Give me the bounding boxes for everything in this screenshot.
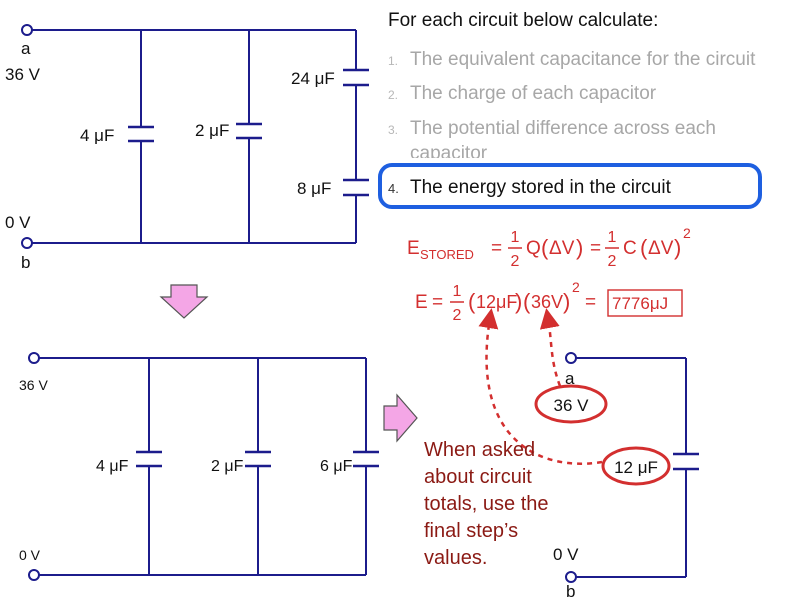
step-number: 4.	[388, 181, 399, 196]
zero-v-label: 0 V	[19, 547, 41, 563]
instructions-heading: For each circuit below calculate:	[388, 10, 659, 31]
step-number: 1.	[388, 54, 399, 68]
formula-paren-open: (	[541, 235, 549, 260]
voltage-label: 36 V	[19, 377, 48, 393]
formula-paren-open: (	[523, 289, 531, 314]
down-arrow-icon	[159, 284, 209, 319]
step-4: 4. The energy stored in the circuit	[388, 176, 671, 201]
formula-q: Q	[526, 238, 541, 259]
terminal-b	[21, 237, 33, 249]
note-text: When asked about circuit totals, use the…	[424, 437, 574, 572]
node-b-label: b	[21, 253, 30, 272]
terminal-b	[565, 571, 577, 583]
note-line: about circuit	[424, 466, 532, 488]
step-number: 3.	[388, 123, 399, 137]
formula-paren-close: )	[576, 235, 583, 260]
formula-e-symbol: E	[415, 292, 428, 313]
formula-paren-close: )	[563, 289, 570, 314]
formula-c: C	[623, 238, 637, 259]
formula-cap-value: 12μF	[476, 292, 517, 312]
final-cap-label: 12 μF	[614, 458, 658, 477]
formula-exponent: 2	[572, 279, 580, 295]
circuit-middle	[28, 352, 379, 581]
voltage-label: 36 V	[5, 65, 41, 84]
formula-equals-2: =	[585, 292, 596, 313]
step-3-continuation: capacitor	[410, 142, 487, 158]
circuit-top	[21, 24, 369, 249]
formula-half-denominator-1: 2	[511, 253, 520, 270]
step-text-continuation: capacitor	[410, 143, 488, 158]
formula-paren-open: (	[640, 235, 648, 260]
step-1: 1. The equivalent capacitance for the cir…	[388, 48, 755, 73]
formula-delta-v: ΔV	[549, 238, 575, 259]
circuit-final	[565, 352, 699, 583]
node-b-label: b	[566, 582, 575, 600]
formula-half-numerator-2: 1	[608, 229, 617, 246]
formula-paren-close: )	[674, 235, 681, 260]
cap-4uf-label: 4 μF	[80, 126, 114, 145]
formula-volt-value: 36V	[531, 292, 563, 312]
formula-half-numerator-1: 1	[511, 229, 520, 246]
step-2: 2. The charge of each capacitor	[388, 82, 656, 107]
terminal-a	[565, 352, 577, 364]
formula-equals-1: =	[491, 238, 502, 259]
formula-half-denominator: 2	[453, 307, 462, 324]
step-4-highlight	[378, 163, 762, 209]
cap-2uf-label: 2 μF	[211, 458, 244, 475]
note-line: values.	[424, 547, 488, 569]
zero-v-label: 0 V	[5, 213, 31, 232]
result-box	[607, 289, 683, 317]
formula-e-symbol: E	[407, 238, 420, 259]
step-text: The potential difference across each	[410, 118, 716, 139]
voltage-highlight-oval	[534, 384, 608, 424]
terminal-a	[21, 24, 33, 36]
node-a-label: a	[21, 39, 31, 58]
formula-energy-stored: E STORED = 1 2 Q ( ΔV ) = 1 2 C ( ΔV ) 2	[407, 225, 691, 270]
cap-8uf-label: 8 μF	[297, 179, 331, 198]
step-text: The equivalent capacitance for the circu…	[410, 49, 756, 70]
cap-4uf-label: 4 μF	[96, 458, 129, 475]
right-arrow-icon	[383, 393, 418, 443]
step-text: The energy stored in the circuit	[410, 177, 671, 198]
formula-exponent: 2	[683, 225, 691, 241]
formula-paren-close: )	[515, 289, 522, 314]
note-line: When asked	[424, 439, 536, 461]
formula-delta-v-2: ΔV	[648, 238, 674, 259]
formula-equals: =	[432, 292, 443, 313]
step-3: 3. The potential difference across each	[388, 117, 716, 142]
cap-6uf-label: 6 μF	[320, 458, 353, 475]
node-a-label: a	[565, 369, 575, 388]
formula-result: 7776μJ	[612, 294, 668, 313]
terminal-b	[28, 569, 40, 581]
formula-stored-subscript: STORED	[420, 247, 474, 262]
cap-2uf-label: 2 μF	[195, 121, 229, 140]
formula-energy-computed: E = 1 2 ( 12μF ) ( 36V ) 2 = 7776μJ	[415, 279, 683, 324]
formula-paren-open: (	[468, 289, 476, 314]
pointer-cap-arrow	[478, 308, 603, 465]
step-text: The charge of each capacitor	[410, 83, 657, 104]
formula-half-numerator: 1	[453, 283, 462, 300]
final-voltage-label: 36 V	[554, 396, 590, 415]
pointer-voltage-arrow	[539, 308, 562, 387]
note-line: final step’s	[424, 520, 519, 542]
note-line: totals, use the	[424, 493, 549, 515]
step-number: 2.	[388, 88, 399, 102]
cap-24uf-label: 24 μF	[291, 69, 335, 88]
zero-v-label: 0 V	[553, 545, 579, 564]
formula-equals-2: =	[590, 238, 601, 259]
capacitance-highlight-oval	[601, 446, 671, 486]
formula-half-denominator-2: 2	[608, 253, 617, 270]
terminal-a	[28, 352, 40, 364]
